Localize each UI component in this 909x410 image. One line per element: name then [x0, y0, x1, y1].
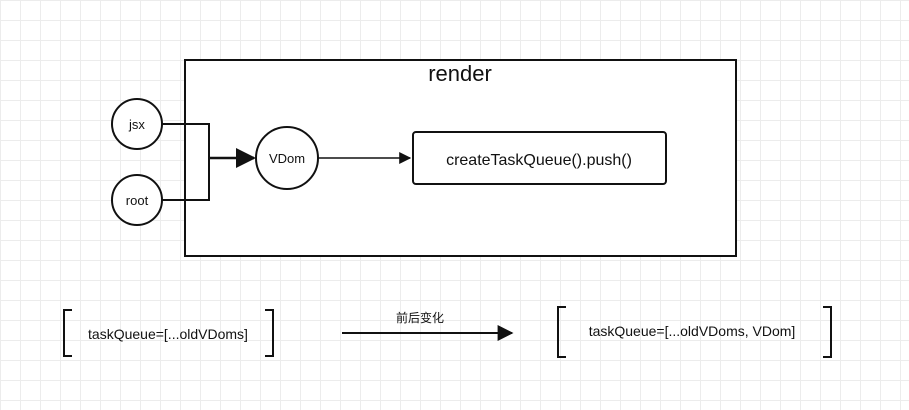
vdom-node-label: VDom	[269, 151, 305, 166]
jsx-node-label: jsx	[128, 117, 145, 132]
after-bracket-right	[823, 306, 832, 358]
root-node	[111, 174, 163, 226]
jsx-connector	[162, 123, 210, 158]
render-box-title: render	[428, 61, 492, 86]
create-task-queue-box	[412, 131, 667, 185]
after-queue-label: taskQueue=[...oldVDoms, VDom]	[589, 323, 796, 339]
transition-label: 前后变化	[396, 310, 444, 325]
before-bracket-left	[63, 309, 72, 357]
root-node-label: root	[126, 193, 149, 208]
before-bracket-right	[265, 309, 274, 357]
jsx-node	[111, 98, 163, 150]
before-queue-label: taskQueue=[...oldVDoms]	[88, 326, 248, 342]
create-task-queue-label: createTaskQueue().push()	[446, 152, 632, 169]
after-bracket-left	[557, 306, 566, 358]
root-connector	[162, 158, 210, 201]
